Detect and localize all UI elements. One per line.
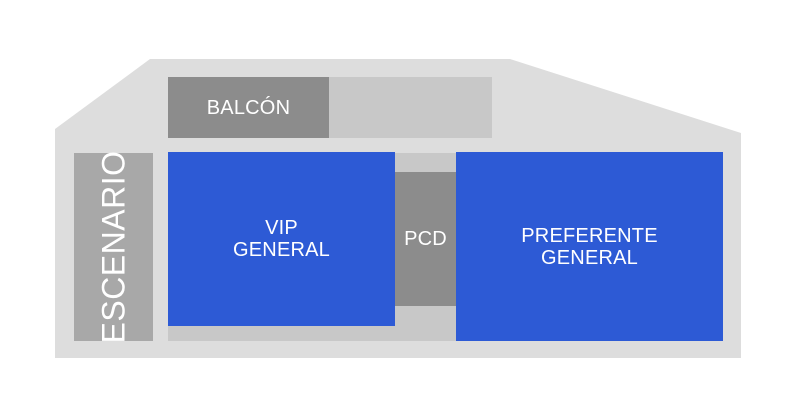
zone-preferente-general-label: PREFERENTE GENERAL	[521, 224, 658, 269]
zone-pcd[interactable]: PCD	[395, 172, 456, 306]
zone-vip-general-label: VIP GENERAL	[233, 217, 330, 261]
zone-vip-general[interactable]: VIP GENERAL	[168, 152, 395, 326]
zone-escenario: ESCENARIO	[74, 150, 153, 344]
zone-balcon[interactable]: BALCÓN	[168, 77, 329, 138]
zone-balcon-label: BALCÓN	[206, 96, 291, 119]
zone-escenario-label: ESCENARIO	[95, 150, 132, 344]
zone-balcon-unassigned	[329, 77, 492, 138]
zone-pcd-label: PCD	[404, 228, 447, 250]
zone-preferente-general[interactable]: PREFERENTE GENERAL	[456, 152, 723, 341]
